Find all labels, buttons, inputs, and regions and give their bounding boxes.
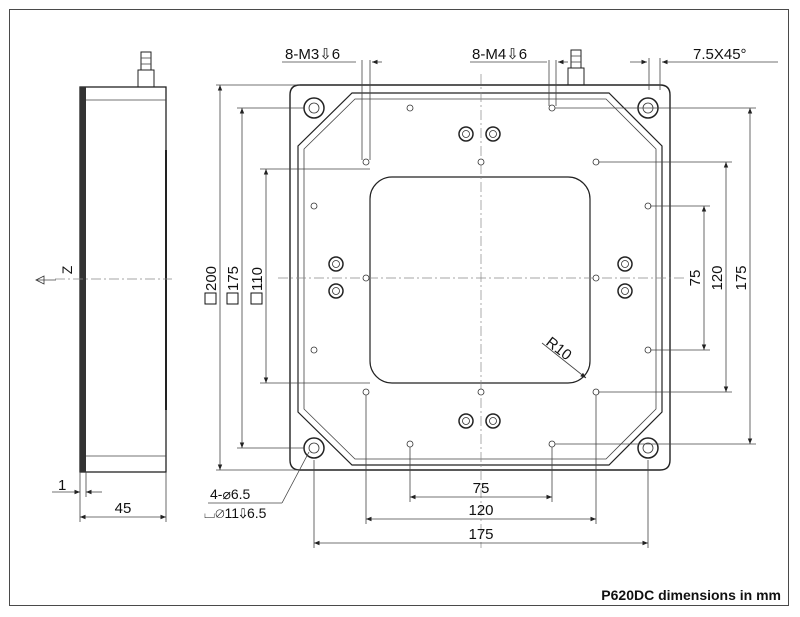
- mounting-screw: [617, 256, 633, 272]
- drawing-caption: P620DC dimensions in mm: [601, 587, 781, 603]
- corner-hole: [303, 437, 325, 459]
- callout-radius: R10: [541, 334, 587, 379]
- svg-text:175: 175: [225, 266, 242, 291]
- top-view: [278, 49, 686, 548]
- callout-m3-label: 8-M3⇩6: [285, 46, 340, 63]
- callout-chamfer-label: 7.5X45°: [693, 46, 747, 63]
- mounting-screw: [485, 413, 501, 429]
- corner-hole: [303, 97, 325, 119]
- dim-right-75: 75: [687, 270, 704, 287]
- dim-left-110: 110: [249, 267, 266, 305]
- callout-corner-holes: 4-⌀6.5 ⌴⌀11⇩6.5: [204, 451, 310, 521]
- bottom-dimensions: [313, 395, 649, 548]
- z-axis-label: Z: [59, 265, 75, 274]
- central-aperture: [369, 176, 591, 384]
- right-dimensions: [555, 107, 756, 445]
- callout-radius-label: R10: [543, 334, 575, 364]
- callout-cbore-label: ⌴⌀11⇩6.5: [204, 505, 267, 521]
- side-view: Z 45 1: [35, 51, 172, 522]
- mounting-screw: [328, 283, 344, 299]
- side-view-body: [79, 86, 167, 473]
- corner-hole: [637, 437, 659, 459]
- mounting-screw: [458, 126, 474, 142]
- plate-outline: [289, 84, 671, 471]
- dim-right-120: 120: [709, 265, 726, 290]
- callout-chamfer: 7.5X45°: [630, 46, 778, 90]
- dim-offset-label: 1: [58, 477, 66, 494]
- platform-outline: [297, 92, 663, 466]
- left-dimensions: [216, 84, 370, 471]
- dim-bottom-75: 75: [473, 480, 490, 497]
- mounting-screw: [485, 126, 501, 142]
- callout-holes-label: 4-⌀6.5: [210, 486, 251, 502]
- svg-text:110: 110: [249, 267, 266, 291]
- dim-depth-label: 45: [115, 500, 132, 517]
- svg-text:200: 200: [203, 266, 220, 291]
- z-axis-arrow: [35, 275, 56, 285]
- dim-left-200: 200: [203, 266, 220, 305]
- mounting-screw: [617, 283, 633, 299]
- side-connector: [137, 51, 155, 88]
- callout-m3: 8-M3⇩6: [282, 46, 382, 160]
- dim-bottom-175: 175: [468, 526, 493, 543]
- drawing-frame: [9, 9, 789, 606]
- dim-right-175: 175: [733, 265, 750, 290]
- side-view-base-plate: [80, 87, 86, 472]
- callout-m4-label: 8-M4⇩6: [472, 46, 527, 63]
- dim-bottom-120: 120: [468, 502, 493, 519]
- mounting-screw: [458, 413, 474, 429]
- callout-m4: 8-M4⇩6: [470, 46, 568, 106]
- mounting-screw: [328, 256, 344, 272]
- top-connector: [567, 49, 585, 86]
- dim-left-175: 175: [225, 266, 242, 305]
